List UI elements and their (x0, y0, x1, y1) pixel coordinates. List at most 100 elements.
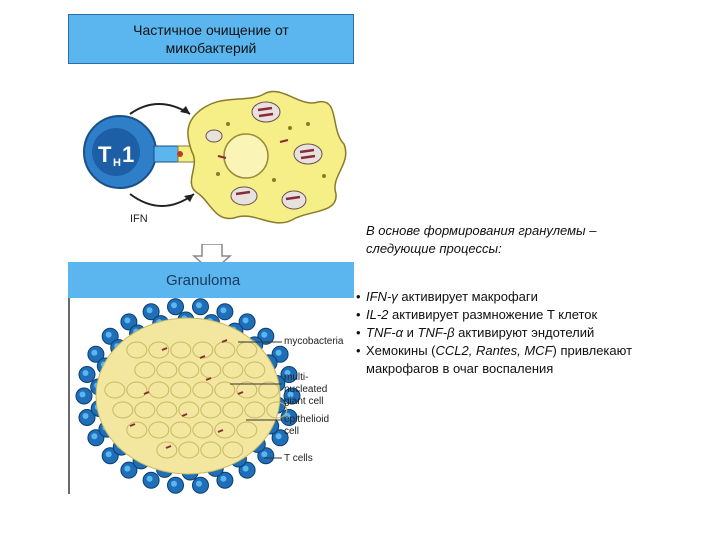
mycobacterium (143, 391, 150, 395)
label-giant-cell: multi- nucleated giant cell (284, 372, 327, 408)
process-list: •IFN-γ активирует макрофаги •IL-2 активи… (356, 288, 716, 378)
t-cell-nucleus (171, 480, 177, 487)
bullet: • (356, 289, 361, 304)
ifn-arrow-bottom (129, 193, 195, 207)
epithelioid-cell (236, 421, 258, 439)
process-item-chemokines: •Хемокины (CCL2, Rantes, MCF) привлекают… (356, 342, 716, 378)
macrophage-activation-panel: Частичное очищение от микобактерий T H 1… (68, 14, 354, 228)
t-cell-nucleus (284, 413, 291, 419)
epithelioid-cell (170, 381, 192, 399)
epithelioid-cell (214, 381, 236, 399)
epithelioid-cell (126, 341, 148, 359)
mycobacterium (129, 423, 136, 427)
epithelioid-cell (266, 401, 288, 419)
t-cell-nucleus (196, 480, 202, 487)
epithelioid-cell (214, 421, 236, 439)
label-epi-line2: cell (284, 426, 300, 437)
t-cell-nucleus (196, 302, 202, 309)
t-cell-nucleus (146, 475, 153, 482)
mycobacterium (221, 339, 228, 343)
t-cell-nucleus (287, 391, 294, 398)
label-mycobacteria: mycobacteria (284, 336, 344, 347)
epithelioid-cell (156, 401, 178, 419)
granuloma-illustration (75, 298, 301, 494)
t-cell-nucleus (171, 302, 177, 309)
epithelioid-cell (222, 441, 244, 459)
t-cell-nucleus (124, 317, 131, 324)
top-panel-title: Частичное очищение от микобактерий (68, 14, 354, 64)
process-item-il2: •IL-2 активирует размножение T клеток (356, 306, 716, 324)
epithelioid-cell (214, 341, 236, 359)
mycobacterium (199, 355, 206, 359)
mycobacterium (165, 445, 172, 449)
epithelioid-cell (222, 361, 244, 379)
mycobacterium (237, 391, 244, 395)
arrow-head-top (180, 106, 190, 114)
t-cell-nucleus (91, 349, 98, 356)
epithelioid-cells (104, 341, 288, 459)
epithelioid-cell (156, 361, 178, 379)
epithelioid-cell (244, 401, 266, 419)
epithelioid-cell (148, 421, 170, 439)
epithelioid-cell (170, 341, 192, 359)
mycobacterium (181, 413, 188, 417)
tnf-alpha: TNF-α (366, 325, 404, 340)
epithelioid-cell (244, 361, 266, 379)
bullet: • (356, 325, 361, 340)
leader-lines (230, 341, 282, 459)
t-cell-nucleus (82, 413, 89, 419)
t-cell-nucleus (261, 331, 268, 338)
label-epithelioid-cell: epithelioid cell (284, 414, 329, 438)
description-heading-line2: следующие процессы: (366, 241, 502, 256)
label-giant-line1: multi- (284, 372, 309, 383)
mycobacterium (161, 347, 168, 351)
t-cell-nucleus (261, 451, 268, 458)
activation-arrow-top (129, 103, 191, 115)
th1-nucleus (92, 128, 140, 176)
antigen-peptide (177, 151, 183, 157)
label-tcells: T cells (284, 453, 313, 464)
macrophage-nucleus (223, 133, 269, 179)
epithelioid-cell (134, 361, 156, 379)
epithelioid-cell (192, 341, 214, 359)
epithelioid-cell (170, 421, 192, 439)
mycobacteria (129, 339, 244, 449)
t-cell-nucleus (242, 317, 249, 324)
th1-label-t: T (98, 142, 112, 167)
t-cell-nucleus (82, 370, 89, 376)
arrow-head-bottom (184, 194, 194, 202)
cytoplasm-granules (216, 122, 326, 182)
description-heading-line1: В основе формирования гранулемы – (366, 223, 597, 238)
ifn-label: IFN (130, 213, 148, 225)
label-epi-line1: epithelioid (284, 414, 330, 425)
epithelioid-cell (222, 401, 244, 419)
granuloma-title-bar: Granuloma (68, 262, 354, 298)
epithelioid-cell (148, 341, 170, 359)
epithelioid-cell (192, 421, 214, 439)
granuloma-body: mycobacteria multi- nucleated giant cell… (68, 298, 354, 494)
t-cell-nucleus (275, 433, 282, 440)
t-cell-nucleus (105, 451, 112, 458)
t-cell-nucleus (220, 475, 227, 482)
t-cell-nucleus (242, 465, 249, 472)
epithelioid-cell (178, 361, 200, 379)
chemokine-names: CCL2, Rantes, MCF (435, 343, 553, 358)
granuloma-panel: Granuloma mycobacteria multi- nucleated … (68, 262, 354, 494)
b4-mid: ) привлекают (552, 343, 633, 358)
t-cell-nucleus (275, 349, 282, 356)
macrophage-activation-illustration: T H 1 IFN (83, 90, 347, 225)
epithelioid-cell (148, 381, 170, 399)
t-cell-nucleus (284, 370, 291, 376)
epithelioid-cell (104, 381, 126, 399)
b2-text: активирует размножение T клеток (388, 307, 598, 322)
epithelioid-cell (200, 441, 222, 459)
t-cell-nucleus (105, 331, 112, 338)
top-title-line2: микобактерий (165, 40, 257, 56)
epithelioid-cell (126, 421, 148, 439)
process-item-tnf: •TNF-α и TNF-β активируют эндотелий (356, 324, 716, 342)
ifn-gamma: IFN-γ (366, 289, 398, 304)
t-cell-nucleus (79, 391, 86, 398)
epithelioid-cell (156, 441, 178, 459)
tcr-receptor (153, 145, 179, 163)
epithelioid-cell (236, 381, 258, 399)
